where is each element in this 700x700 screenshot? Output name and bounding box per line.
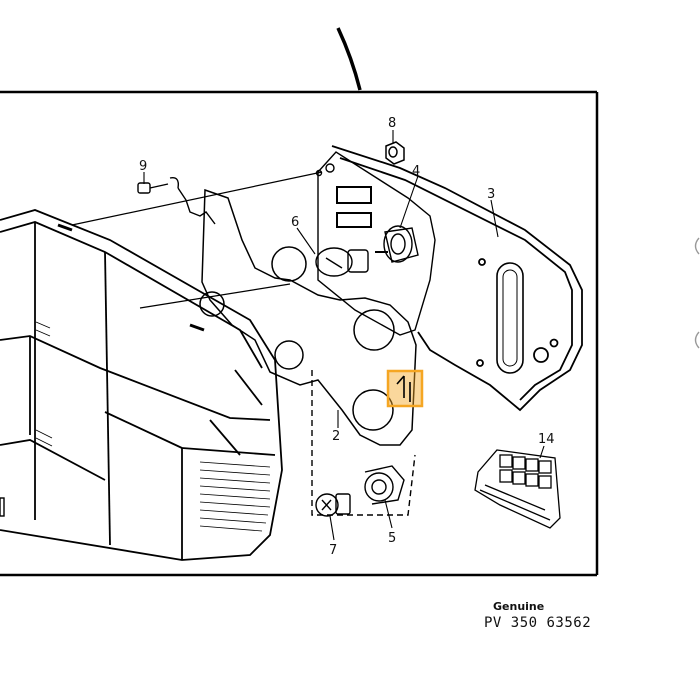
bulb-socket-part-5	[364, 465, 405, 505]
leader-lines	[143, 130, 545, 541]
label-part-14: 14	[538, 432, 555, 447]
bulb-part-7	[315, 493, 351, 517]
connector-part-14	[474, 449, 561, 529]
reflector-plate-part-3	[331, 145, 583, 412]
socket-part-4	[375, 225, 419, 263]
bulb-holder-board	[311, 151, 436, 516]
pointer-line	[336, 27, 362, 91]
label-part-2: 2	[332, 429, 340, 444]
label-part-7: 7	[329, 543, 337, 558]
nut-part-8	[385, 141, 405, 165]
label-part-9: 9	[139, 159, 147, 174]
label-part-8: 8	[388, 116, 396, 131]
gasket-part-2	[199, 188, 417, 446]
label-part-4: 4	[412, 164, 420, 179]
diagram-frame	[0, 90, 599, 577]
edge-marks	[694, 237, 700, 349]
label-part-3: 3	[487, 187, 495, 202]
tail-light-lens	[0, 209, 283, 561]
label-part-6: 6	[291, 215, 299, 230]
clip-highlight	[386, 369, 424, 408]
genuine-label: Genuine	[493, 600, 545, 613]
screw-part-9	[137, 177, 216, 225]
bulb-part-6	[315, 247, 369, 277]
alignment-lines	[71, 171, 323, 309]
part-number: PV 350 63562	[484, 615, 592, 631]
label-part-5: 5	[388, 531, 396, 546]
